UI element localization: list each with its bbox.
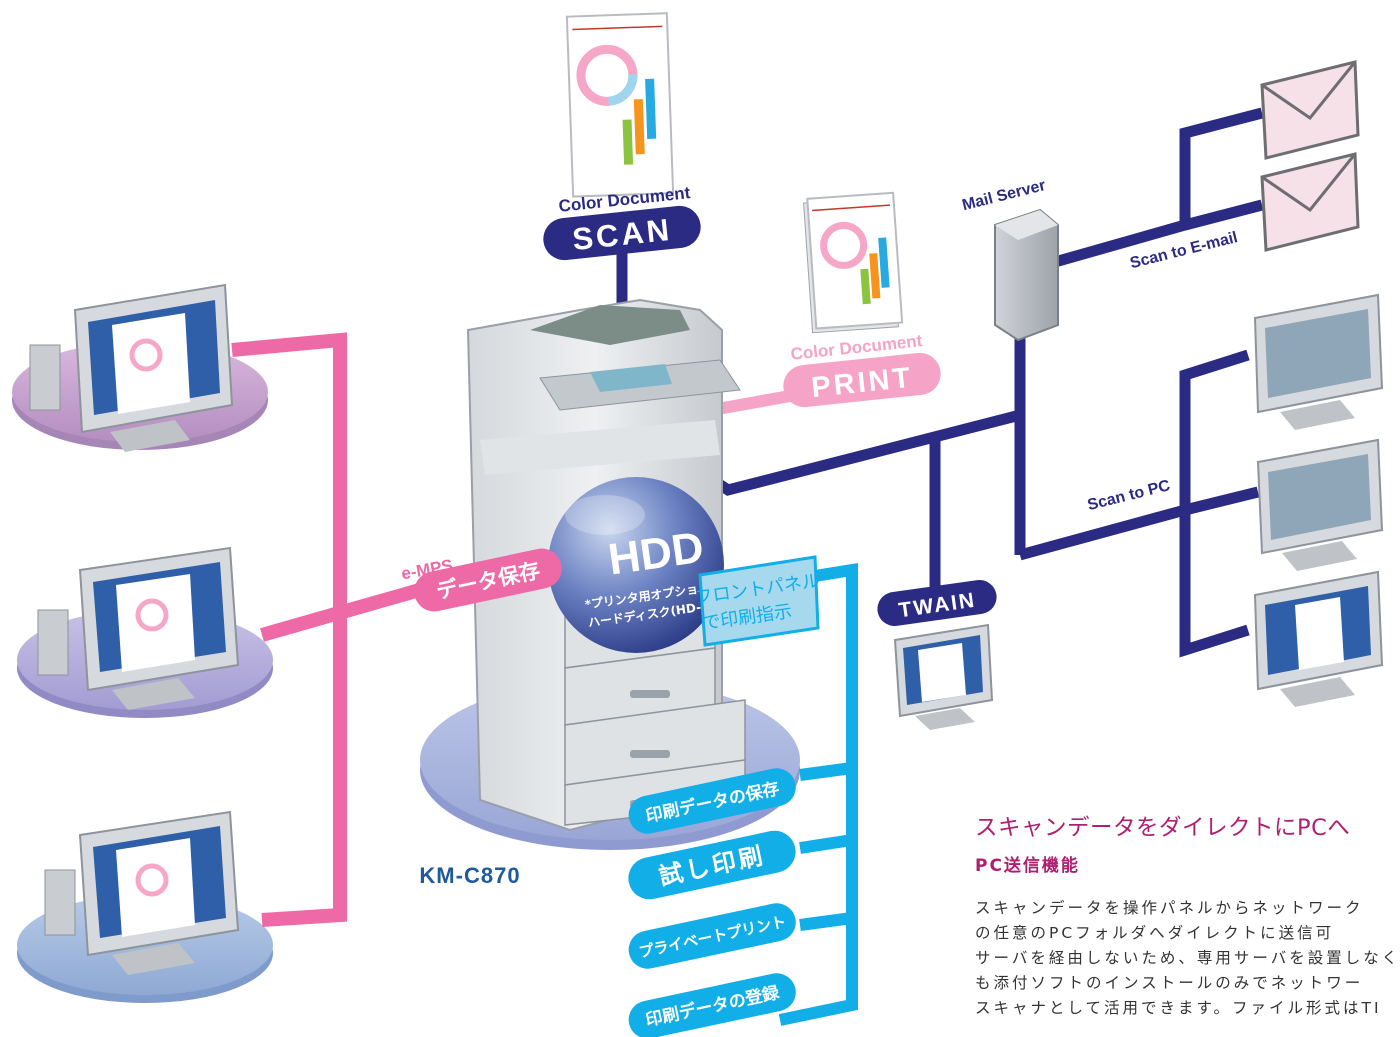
scan-to-pc-label: Scan to PC (1086, 477, 1172, 514)
description-body: スキャンデータを操作パネルからネットワーク の任意のPCフォルダへダイレクトに送… (975, 896, 1400, 1021)
cyan-connections (778, 562, 858, 1026)
scan-document (565, 12, 675, 198)
scan-pill: SCAN (543, 205, 701, 261)
pc-monitor-left-middle (37, 546, 240, 710)
description-block: スキャンデータをダイレクトにPCへ PC送信機能 スキャンデータを操作パネルから… (975, 810, 1400, 1037)
description-heading: スキャンデータをダイレクトにPCへ (975, 815, 1351, 841)
print-document (803, 191, 904, 334)
description-line: スキャンデータを操作パネルからネットワーク (975, 899, 1364, 917)
description-subheading: PC送信機能 (975, 856, 1080, 876)
description-line: サーバを経由しないため、専用サーバを設置しなく (975, 949, 1400, 967)
mail-server-icon (994, 208, 1059, 342)
pc-monitor-left-bottom (44, 810, 240, 975)
front-panel-box: フロントパネル で印刷指示 (693, 555, 821, 647)
hdd-sphere: HDD *プリンタ用オプション ハードディスク(HD-4) (548, 477, 724, 653)
twain-monitor (893, 623, 994, 730)
pink-connections (231, 332, 432, 927)
function-pill: プライベートプリント (628, 903, 796, 969)
pc-monitor-right-top (1253, 293, 1384, 430)
print-line (710, 390, 792, 416)
pc-monitor-left-top (29, 283, 234, 452)
pc-monitor-right-middle (1256, 438, 1384, 571)
description-line: も添付ソフトのインストールのみでネットワー (975, 974, 1364, 992)
description-line: スキャナとして活用できます。ファイル形式はTI (975, 999, 1382, 1017)
pc-monitor-right-bottom (1253, 570, 1384, 707)
mail-server-label: Mail Server (960, 177, 1047, 214)
model-label: KM-C870 (419, 863, 520, 888)
envelope-icon (1260, 60, 1360, 160)
function-pill: 印刷データの登録 (628, 973, 796, 1037)
print-pill: PRINT (783, 352, 941, 408)
envelope-icon (1260, 152, 1360, 252)
description-line: の任意のPCフォルダへダイレクトに送信可 (975, 924, 1335, 942)
